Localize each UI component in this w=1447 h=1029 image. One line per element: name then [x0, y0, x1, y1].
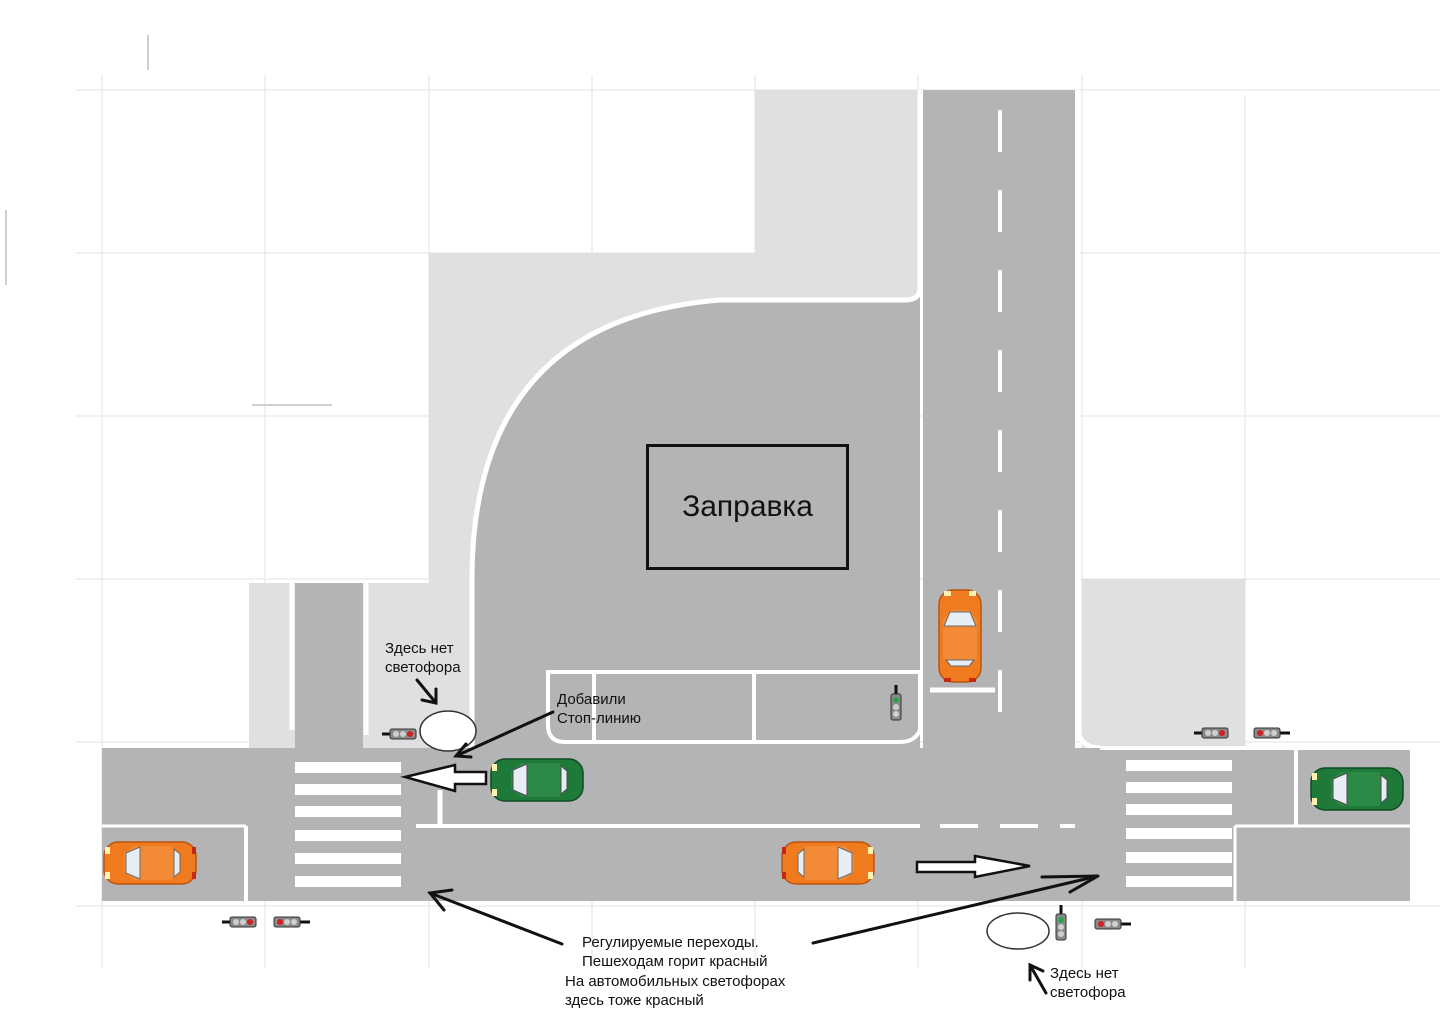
note-car-lights: На автомобильных светофорах здесь тоже к…: [565, 972, 785, 1010]
car-orange-eastbound: [781, 841, 875, 885]
note-no-light-top-line1: Здесь нет: [385, 640, 454, 657]
missing-light-ellipse-top: [419, 710, 477, 752]
note-no-light-top: Здесь нет светофора: [385, 639, 461, 677]
note-no-light-top-line2: светофора: [385, 659, 461, 676]
note-regulated-crossings-line2: Пешеходам горит красный: [582, 953, 768, 970]
note-regulated-crossings-line1: Регулируемые переходы.: [582, 934, 759, 951]
station-islands: [546, 670, 922, 744]
note-no-light-bottom: Здесь нет светофора: [1050, 964, 1126, 1002]
crosswalk-left: [295, 762, 401, 887]
traffic-light-bottom-left-1: [220, 915, 258, 929]
direction-arrow-right: [915, 854, 1031, 879]
car-orange-northbound: [938, 589, 982, 683]
crosswalk-right: [1126, 760, 1232, 887]
note-regulated-crossings: Регулируемые переходы. Пешеходам горит к…: [582, 933, 768, 971]
note-stop-line-line1: Добавили: [557, 691, 626, 708]
gas-station-box: Заправка: [646, 444, 849, 570]
annotation-arrows: [415, 678, 1100, 995]
note-no-light-bottom-line2: светофора: [1050, 984, 1126, 1001]
car-green-right: [1310, 767, 1404, 811]
traffic-light-bottom-left-2: [272, 915, 312, 929]
traffic-light-bottom-right: [1093, 917, 1133, 931]
lane-markings: [416, 110, 1075, 828]
traffic-light-bottom-mid: [1054, 903, 1068, 942]
traffic-light-top-right-2: [1252, 726, 1292, 740]
note-car-lights-line2: здесь тоже красный: [565, 992, 704, 1009]
note-car-lights-line1: На автомобильных светофорах: [565, 973, 786, 990]
note-no-light-bottom-line1: Здесь нет: [1050, 965, 1119, 982]
direction-arrow-left: [400, 763, 488, 793]
car-orange-left: [103, 841, 197, 885]
missing-light-ellipse-bottom: [986, 912, 1050, 950]
note-stop-line: Добавили Стоп-линию: [557, 690, 641, 728]
roads: [102, 90, 1410, 901]
note-stop-line-line2: Стоп-линию: [557, 710, 642, 727]
stray-marks: [5, 35, 332, 406]
car-green-westbound: [490, 758, 584, 802]
gas-station-label: Заправка: [682, 490, 813, 523]
